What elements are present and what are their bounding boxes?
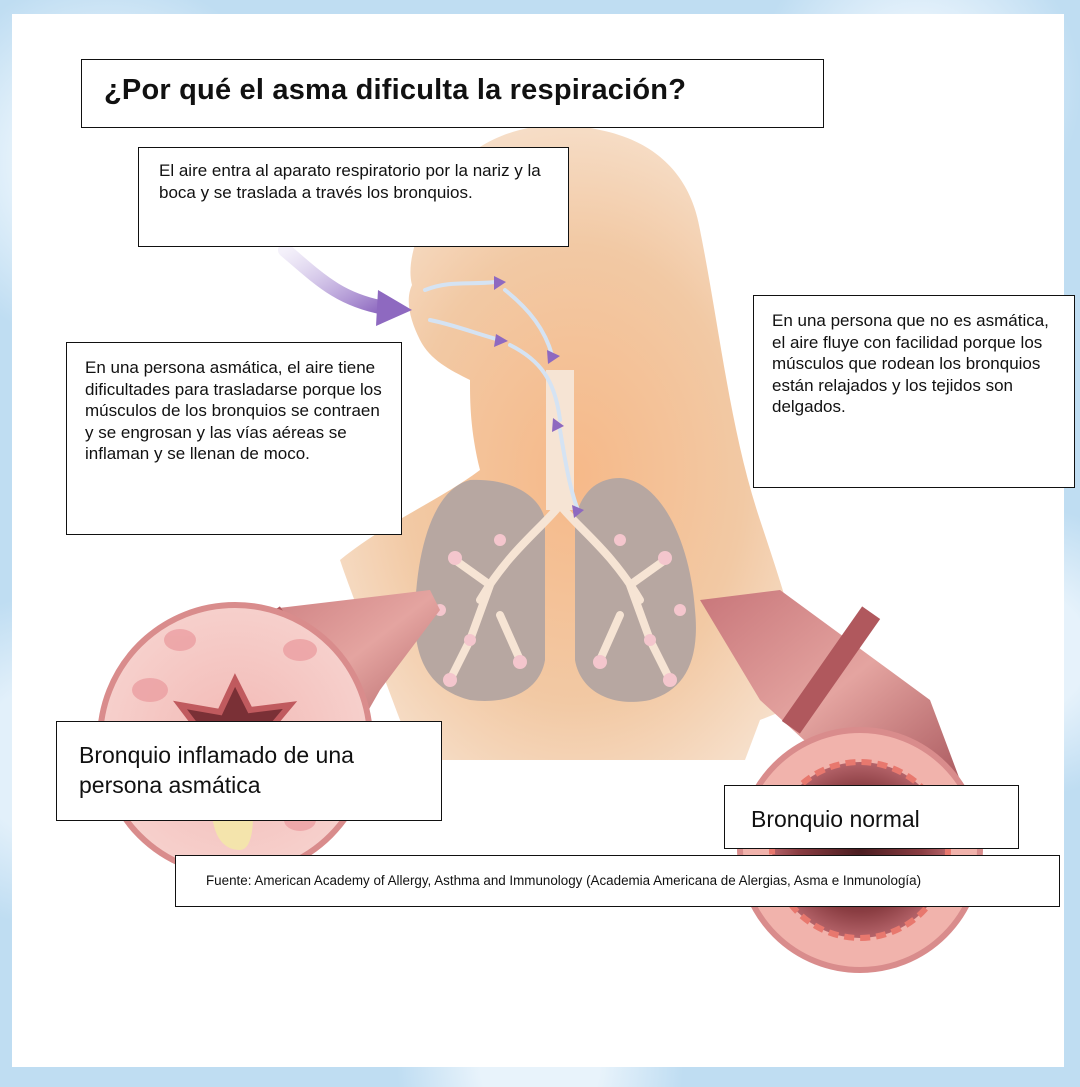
label-inflamed-bronchus: Bronquio inflamado de una persona asmáti… bbox=[56, 721, 442, 821]
incoming-air-arrow bbox=[285, 250, 385, 308]
title-box: ¿Por qué el asma dificulta la respiració… bbox=[81, 59, 824, 128]
label-inflamed-bronchus-text: Bronquio inflamado de una persona asmáti… bbox=[79, 742, 354, 798]
callout-air-entry: El aire entra al aparato respiratorio po… bbox=[138, 147, 569, 247]
arrow-head-icon bbox=[376, 290, 412, 326]
callout-asthmatic: En una persona asmática, el aire tiene d… bbox=[66, 342, 402, 535]
label-normal-bronchus-text: Bronquio normal bbox=[751, 806, 920, 832]
label-normal-bronchus: Bronquio normal bbox=[724, 785, 1019, 849]
page-title: ¿Por qué el asma dificulta la respiració… bbox=[104, 74, 686, 106]
callout-non-asthmatic: En una persona que no es asmática, el ai… bbox=[753, 295, 1075, 488]
callout-air-entry-text: El aire entra al aparato respiratorio po… bbox=[159, 161, 541, 202]
callout-asthmatic-text: En una persona asmática, el aire tiene d… bbox=[85, 358, 382, 463]
callout-non-asthmatic-text: En una persona que no es asmática, el ai… bbox=[772, 311, 1049, 416]
source-citation: Fuente: American Academy of Allergy, Ast… bbox=[175, 855, 1060, 907]
source-citation-text: Fuente: American Academy of Allergy, Ast… bbox=[206, 873, 921, 888]
